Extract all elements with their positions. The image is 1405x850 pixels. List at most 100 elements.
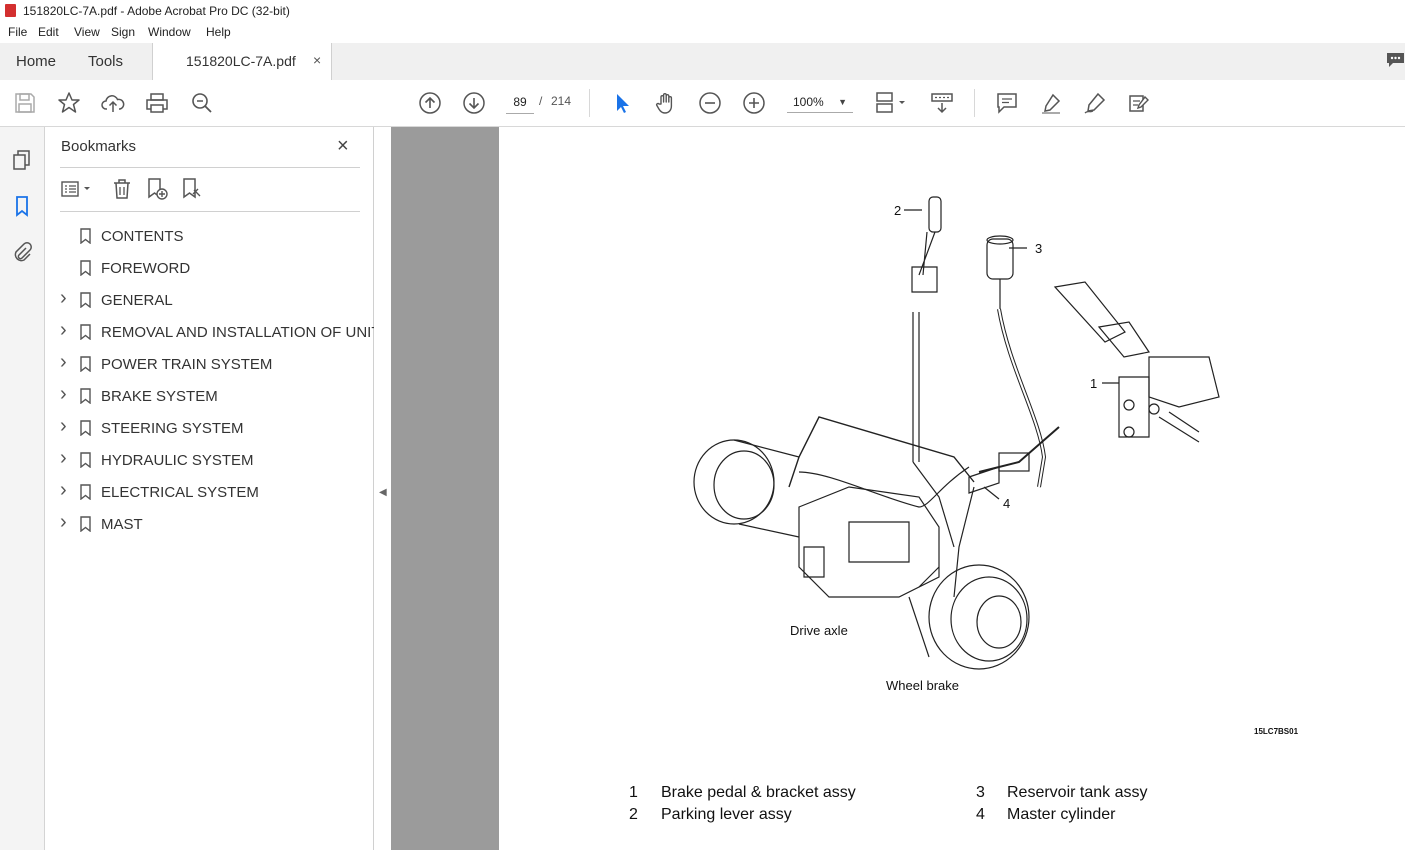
comment-panel-icon[interactable] (1386, 52, 1405, 68)
bookmark-label: MAST (101, 516, 143, 533)
zoom-level-value: 100% (793, 95, 824, 109)
select-cursor-icon[interactable] (610, 91, 634, 115)
previous-page-icon[interactable] (418, 91, 442, 115)
bookmark-icon (80, 484, 91, 500)
bookmark-item[interactable]: ›BRAKE SYSTEM (60, 383, 373, 411)
page-thumbnails-icon[interactable] (11, 149, 33, 171)
legend-num-1: 1 (629, 784, 638, 801)
right-hub-ring (950, 576, 1028, 662)
menu-view[interactable]: View (74, 25, 100, 39)
figure-code: 15LC7BS01 (1254, 727, 1299, 736)
bracket-bolt (1123, 399, 1135, 411)
chevron-right-icon[interactable]: › (60, 383, 67, 405)
comment-icon[interactable] (995, 91, 1019, 115)
menu-edit[interactable]: Edit (38, 25, 59, 39)
window-title: 151820LC-7A.pdf - Adobe Acrobat Pro DC (… (23, 4, 290, 18)
delete-bookmark-icon[interactable] (110, 177, 134, 201)
page-number-input[interactable]: 89 (506, 91, 534, 114)
legend-num-3: 3 (976, 784, 985, 801)
brake-system-diagram (693, 196, 1220, 670)
new-bookmark-icon[interactable] (145, 177, 169, 201)
reservoir-tank (986, 238, 1014, 280)
panel-title: Bookmarks (61, 138, 137, 155)
options-menu-icon[interactable] (60, 177, 96, 201)
collapse-panel-icon[interactable]: ◀ (379, 487, 387, 498)
parking-lever-bracket (911, 266, 938, 293)
menu-help[interactable]: Help (206, 25, 231, 39)
bookmark-icon (80, 228, 91, 244)
bookmark-item[interactable]: FOREWORD (60, 255, 373, 283)
pedal-linkage (1158, 411, 1200, 443)
caption-wheel-brake: Wheel brake (886, 678, 959, 693)
legend-num-2: 2 (629, 806, 638, 823)
legend-text-1: Brake pedal & bracket assy (661, 784, 856, 801)
document-canvas (391, 127, 499, 850)
callout-4: 4 (1003, 496, 1011, 511)
bookmark-item[interactable]: ›HYDRAULIC SYSTEM (60, 447, 373, 475)
chevron-down-icon: ▼ (838, 97, 847, 107)
chevron-right-icon[interactable]: › (60, 287, 67, 309)
save-icon[interactable] (13, 91, 37, 115)
panel-divider (60, 167, 360, 168)
bookmark-item[interactable]: › GENERAL (60, 287, 373, 315)
pushrod (978, 426, 1060, 473)
draw-sign-icon[interactable] (1083, 91, 1107, 115)
legend-text-2: Parking lever assy (661, 806, 792, 823)
bookmark-label: REMOVAL AND INSTALLATION OF UNIT (101, 324, 381, 341)
bookmarks-icon[interactable] (11, 195, 33, 217)
star-icon[interactable] (57, 91, 81, 115)
panel-splitter[interactable]: ◀ (374, 127, 391, 850)
bookmark-label: ELECTRICAL SYSTEM (101, 484, 259, 501)
bookmark-item[interactable]: › MAST (60, 511, 373, 539)
zoom-level-select[interactable]: 100% ▼ (787, 91, 853, 113)
scroll-mode-icon[interactable] (930, 91, 954, 115)
bookmark-item[interactable]: ›POWER TRAIN SYSTEM (60, 351, 373, 379)
zoom-out-icon[interactable] (698, 91, 722, 115)
navigation-rail (0, 127, 45, 850)
bookmarks-panel: Bookmarks × CONTENTS FOREWORD › GENERAL › REM… (45, 127, 381, 850)
chevron-right-icon[interactable]: › (60, 351, 67, 373)
bookmark-item[interactable]: › ELECTRICAL SYSTEM (60, 479, 373, 507)
tab-document[interactable]: 151820LC-7A.pdf × (152, 43, 332, 81)
pdf-page: 2 3 1 4 Drive axle Wheel brake 15LC7BS01… (499, 127, 1405, 850)
bookmark-icon (80, 324, 91, 340)
bookmark-icon (80, 516, 91, 532)
bookmark-label: GENERAL (101, 292, 173, 309)
bookmark-item[interactable]: › REMOVAL AND INSTALLATION OF UNIT (60, 319, 381, 347)
chevron-right-icon[interactable]: › (60, 511, 67, 533)
page-display-icon[interactable] (874, 91, 910, 115)
tab-bar: Home Tools 151820LC-7A.pdf × (0, 43, 1405, 81)
tab-home[interactable]: Home (16, 53, 57, 70)
next-page-icon[interactable] (462, 91, 486, 115)
menu-sign[interactable]: Sign (111, 25, 136, 39)
chevron-right-icon[interactable]: › (60, 415, 67, 437)
highlight-pen-icon[interactable] (1039, 91, 1063, 115)
fill-sign-icon[interactable] (1127, 91, 1151, 115)
callout-2: 2 (894, 203, 902, 218)
cloud-upload-icon[interactable] (101, 91, 125, 115)
pdf-file-icon (5, 4, 16, 17)
zoom-in-icon[interactable] (742, 91, 766, 115)
close-icon[interactable]: × (337, 135, 349, 157)
tab-close-icon[interactable]: × (313, 52, 322, 68)
legend-num-4: 4 (976, 806, 985, 823)
bookmark-label: STEERING SYSTEM (101, 420, 244, 437)
bracket-bolt (1123, 426, 1135, 438)
menu-window[interactable]: Window (148, 25, 191, 39)
menu-bar: File Edit View Sign Window Help (0, 22, 1405, 43)
menu-file[interactable]: File (8, 25, 28, 39)
chevron-right-icon[interactable]: › (60, 319, 67, 341)
zoom-search-icon[interactable] (190, 91, 214, 115)
chevron-right-icon[interactable]: › (60, 447, 67, 469)
bookmark-icon (80, 420, 91, 436)
attachments-icon[interactable] (11, 241, 33, 263)
tab-tools[interactable]: Tools (88, 53, 124, 70)
bookmark-item[interactable]: › STEERING SYSTEM (60, 415, 373, 443)
brake-pipe (788, 416, 975, 488)
bookmark-item[interactable]: CONTENTS (60, 223, 373, 251)
chevron-right-icon[interactable]: › (60, 479, 67, 501)
print-icon[interactable] (145, 91, 169, 115)
bookmark-properties-icon[interactable] (180, 177, 204, 201)
hand-tool-icon[interactable] (654, 91, 678, 115)
panel-divider (60, 211, 360, 212)
